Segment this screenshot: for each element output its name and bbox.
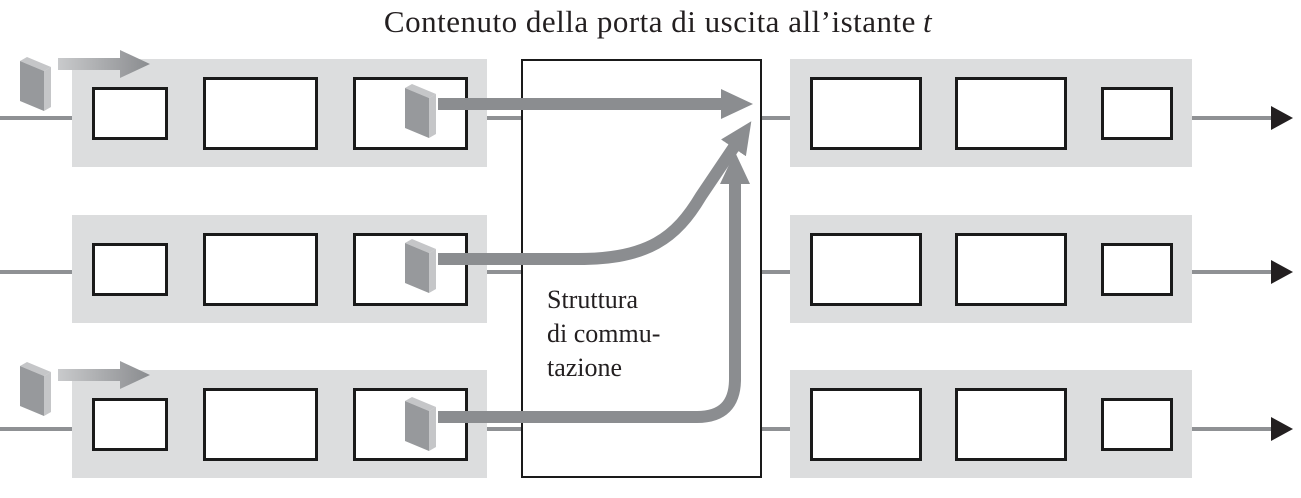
output-port-2-queue <box>790 215 1192 323</box>
switching-fabric-box: Struttura di commu- tazione <box>521 59 762 478</box>
input-2-queue-slot-2 <box>203 233 318 306</box>
title-text: Contenuto della porta di uscita all’ista… <box>383 4 916 39</box>
fabric-label-line-2: di commu- <box>547 319 661 348</box>
input-2-queue-slot-3 <box>353 233 468 306</box>
input-1-queue-slot-2 <box>203 77 318 150</box>
output-port-3-queue <box>790 370 1192 478</box>
input-port-1-queue <box>72 59 487 167</box>
input-3-queue-slot-2 <box>203 388 318 461</box>
input-1-arriving-packet-icon <box>20 57 51 111</box>
input-port-2-queue <box>72 215 487 323</box>
output-3-queue-slot-3 <box>1101 398 1173 451</box>
output-port-1-queue <box>790 59 1192 167</box>
output-3-queue-slot-2 <box>955 388 1067 461</box>
output-2-queue-slot-1 <box>810 233 922 306</box>
output-1-queue-slot-3 <box>1101 87 1173 140</box>
input-3-queue-slot-1 <box>92 398 168 451</box>
input-3-queue-slot-3 <box>353 388 468 461</box>
input-port-3-queue <box>72 370 487 478</box>
input-2-queue-slot-1 <box>92 243 168 296</box>
output-1-queue-slot-1 <box>810 77 922 150</box>
output-1-queue-slot-2 <box>955 77 1067 150</box>
input-3-arriving-packet-icon <box>20 362 51 416</box>
output-2-queue-slot-3 <box>1101 243 1173 296</box>
input-1-queue-slot-1 <box>92 87 168 140</box>
diagram-title: Contenuto della porta di uscita all’ista… <box>58 4 1258 40</box>
output-2-queue-slot-2 <box>955 233 1067 306</box>
input-1-queue-slot-3 <box>353 77 468 150</box>
fabric-label-line-1: Struttura <box>547 285 638 314</box>
fabric-label-line-3: tazione <box>547 353 623 382</box>
switching-fabric-label: Struttura di commu- tazione <box>547 283 660 385</box>
output-3-queue-slot-1 <box>810 388 922 461</box>
title-variable-t: t <box>922 4 933 39</box>
